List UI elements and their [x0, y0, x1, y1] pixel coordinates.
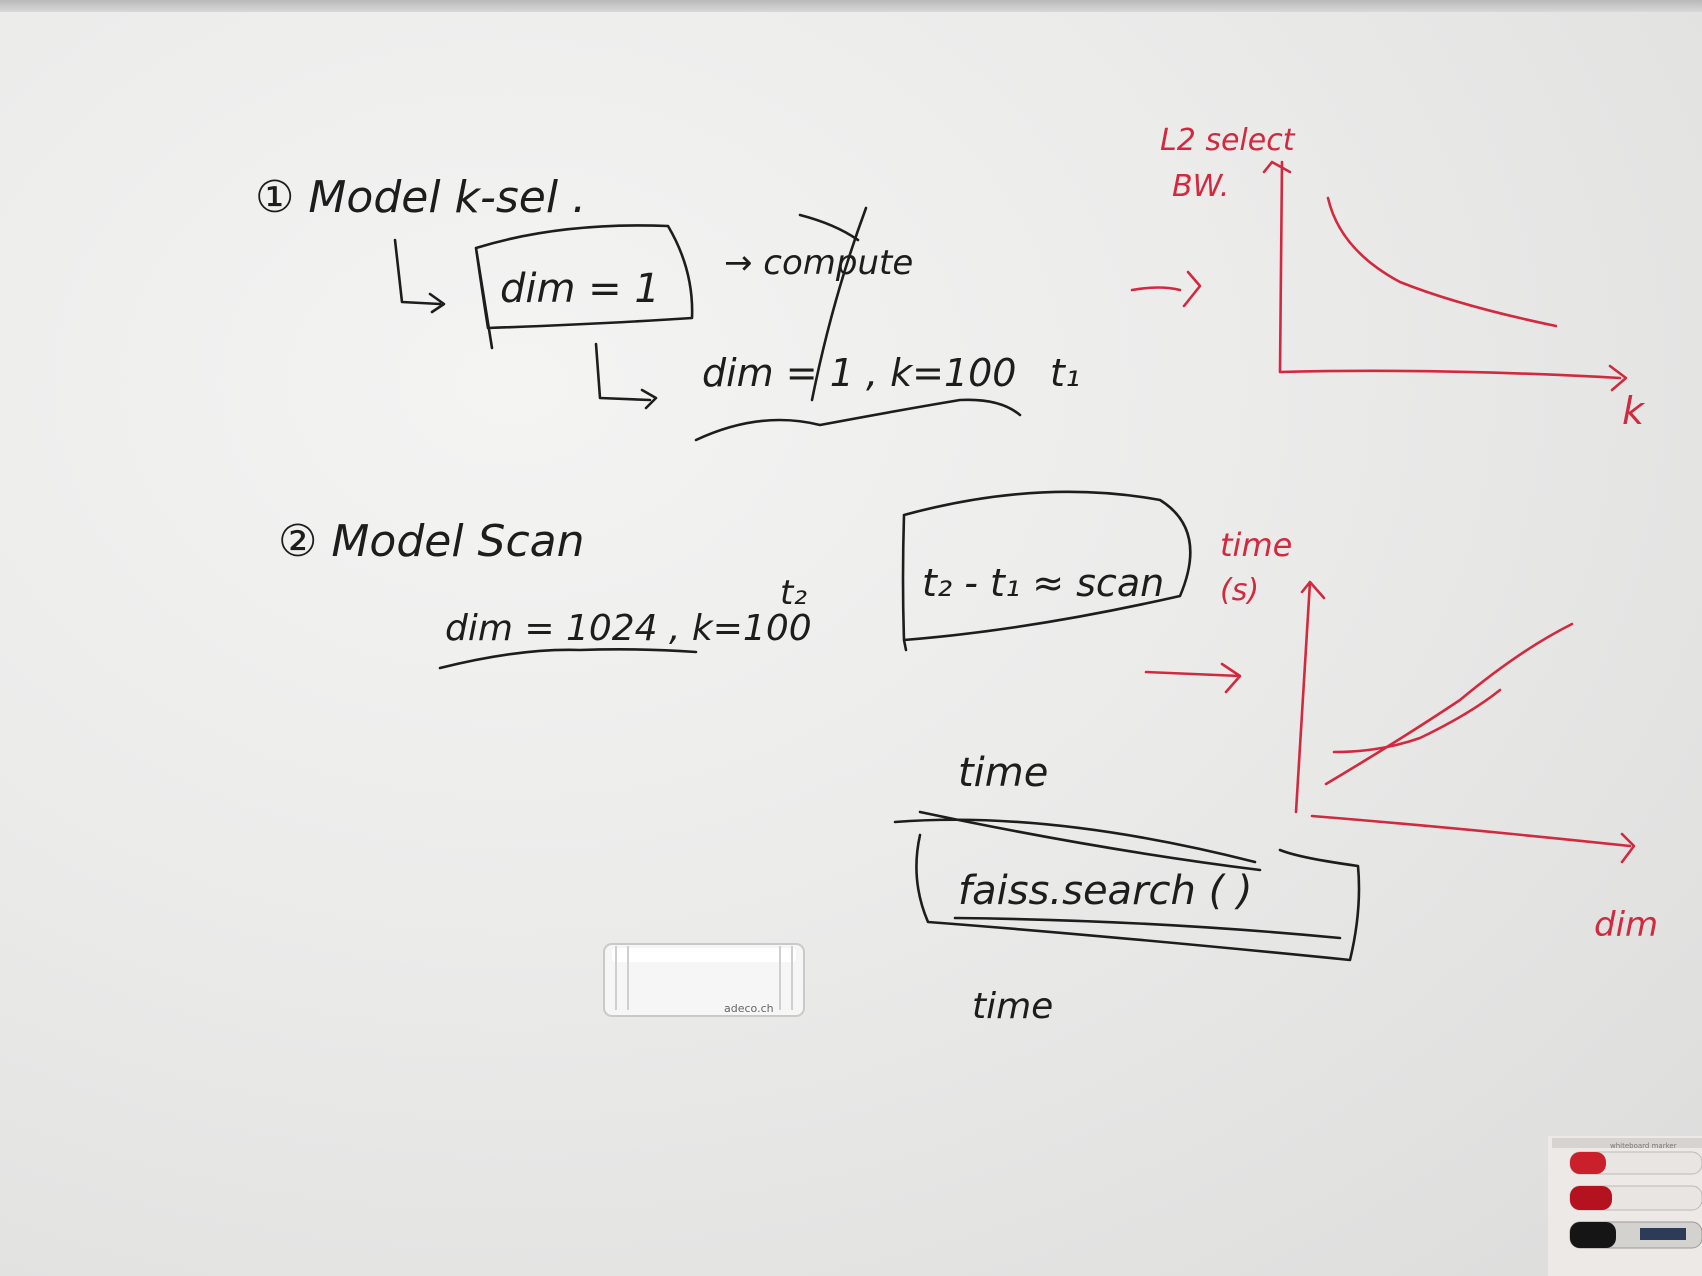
graph-bottom-axes [1294, 580, 1636, 864]
graph-top-ylabel-2: BW. [1172, 169, 1229, 204]
bottom-label-above: time [958, 750, 1048, 796]
bottom-label-below: time [972, 986, 1053, 1027]
graph-bottom-ylabel-2: (s) [1220, 573, 1259, 608]
section2-line: dim = 1024 , k=100 [445, 608, 812, 649]
marker-black [1569, 1221, 1702, 1249]
section1-hook-arrow-2 [594, 342, 658, 410]
section2-underline [438, 648, 698, 670]
eraser: adeco.ch [603, 943, 805, 1017]
bottom-box-bottom-line [953, 916, 1342, 940]
section1-box-text: dim = 1 [500, 266, 660, 312]
bottom-box-top-line [893, 818, 1257, 864]
whiteboard-frame-top [0, 0, 1702, 12]
graph-bottom-curve-1 [1324, 622, 1574, 786]
graph-bottom-curve-2 [1332, 688, 1502, 754]
section2-box-text: t₂ - t₁ ≈ scan [922, 561, 1164, 605]
eraser-brand: adeco.ch [724, 1002, 774, 1015]
graph-top-xlabel: k [1622, 389, 1646, 433]
section1-line2: dim = 1 , k=100 [702, 351, 1016, 395]
graph-bottom-arrow-in [1144, 662, 1242, 694]
section1-box [474, 224, 694, 350]
section1-strikeout [798, 206, 868, 402]
section2-box [901, 490, 1192, 652]
graph-bottom-xlabel: dim [1594, 905, 1658, 945]
section1-title: ① Model k-sel . [255, 172, 586, 223]
marker-red-1 [1569, 1151, 1702, 1175]
section1-time-var: t₁ [1050, 351, 1080, 395]
section1-hook-arrow [393, 238, 446, 314]
marker-tray: whiteboard marker [1548, 1136, 1702, 1276]
graph-top-ylabel-1: L2 select [1160, 123, 1296, 158]
bottom-box-diagonal [918, 810, 1262, 872]
section2-time-var: t₂ [780, 573, 807, 613]
section1-underline [694, 398, 1022, 442]
section1-arrow-note: → compute [724, 243, 913, 283]
marker-red-2 [1569, 1185, 1702, 1211]
section2-title: ② Model Scan [278, 516, 585, 567]
bottom-code-box: faiss.search ( ) [958, 868, 1253, 914]
marker-tray-label: whiteboard marker [1610, 1142, 1677, 1150]
bottom-box [915, 833, 1361, 962]
graph-top-axes [1262, 160, 1628, 392]
graph-top-arrow-in [1130, 270, 1202, 308]
graph-top-curve [1326, 196, 1558, 328]
graph-bottom-ylabel-1: time [1220, 526, 1292, 564]
